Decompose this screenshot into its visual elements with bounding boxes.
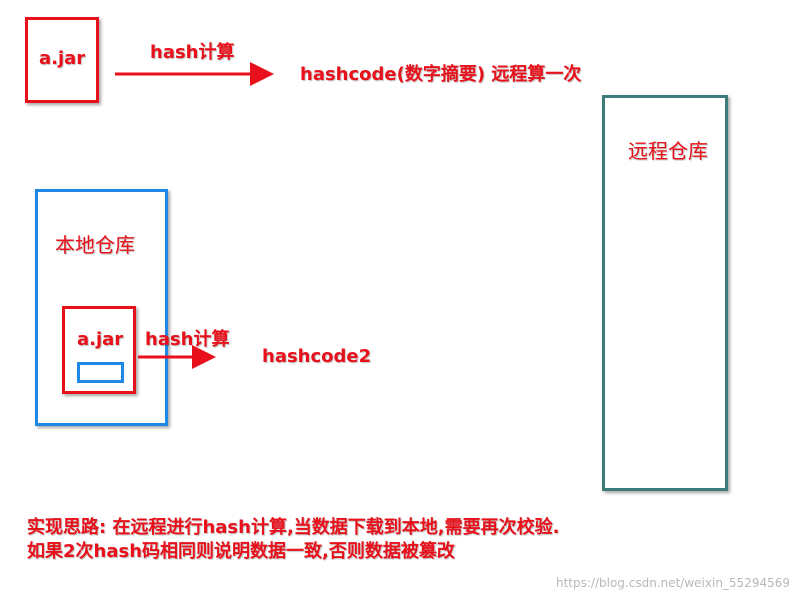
- top-jar-label: a.jar: [39, 48, 86, 69]
- local-repo-label: 本地仓库: [55, 233, 135, 257]
- top-hash-arrow-label: hash计算: [150, 42, 235, 63]
- remote-repo-box: [602, 95, 728, 491]
- local-repo-box: [35, 189, 168, 426]
- top-hashcode-label: hashcode(数字摘要) 远程算一次: [300, 64, 582, 85]
- local-jar-inner-box: [77, 362, 124, 383]
- top-jar-box: [25, 17, 99, 103]
- local-hashcode2-label: hashcode2: [262, 346, 372, 367]
- remote-repo-label: 远程仓库: [628, 139, 708, 163]
- note-line-1: 实现思路: 在远程进行hash计算,当数据下载到本地,需要再次校验.: [27, 517, 560, 538]
- watermark: https://blog.csdn.net/weixin_55294569: [555, 576, 790, 590]
- local-jar-label: a.jar: [77, 329, 124, 350]
- note-line-2: 如果2次hash码相同则说明数据一致,否则数据被篡改: [27, 541, 455, 562]
- local-hash-arrow-label: hash计算: [145, 329, 230, 350]
- local-jar-box: [62, 306, 136, 394]
